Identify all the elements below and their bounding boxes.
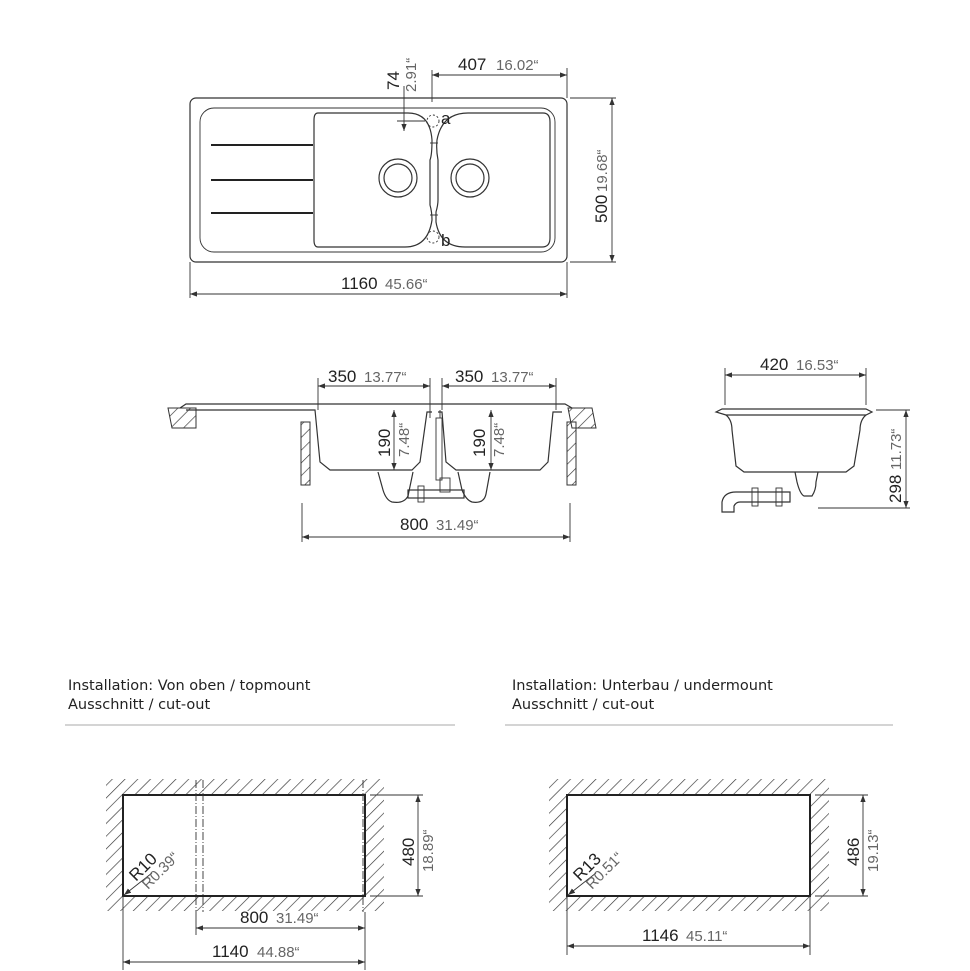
undermount-height-in: 19.13“ (865, 829, 882, 872)
end-bowl (725, 414, 867, 473)
bowl1-width-in: 13.77“ (364, 369, 407, 386)
right-bowl (435, 112, 551, 248)
undermount-subtitle: Ausschnitt / cut-out (512, 697, 654, 713)
width-mm: 1160 (341, 274, 378, 293)
topmount-height-mm: 480 (399, 838, 418, 866)
offset-in: 16.02“ (496, 57, 539, 74)
overflow-mm: 74 (384, 71, 403, 90)
overflow-in: 2.91“ (403, 58, 420, 92)
end-pipe (721, 491, 791, 513)
end-height-mm: 298 (886, 475, 905, 503)
topmount-width-mm: 1140 (212, 942, 249, 961)
left-trap (377, 471, 414, 503)
depth-mm: 500 (592, 195, 611, 223)
sink-outline (189, 97, 568, 263)
topmount-cabinet-mm: 800 (240, 908, 268, 927)
undermount-title: Installation: Unterbau / undermount (512, 678, 773, 694)
end-width-mm: 420 (760, 355, 788, 374)
topmount-width-in: 44.88“ (257, 944, 300, 961)
end-width-in: 16.53“ (796, 357, 839, 374)
undermount-height-mm: 486 (844, 838, 863, 866)
end-view: 420 16.53“ 298 11.73“ (714, 355, 910, 513)
topmount-cabinet-in: 31.49“ (276, 910, 319, 927)
undermount-width-mm: 1146 (642, 926, 679, 945)
drainboard-outline (199, 107, 556, 253)
side-bowl-1 (186, 409, 432, 471)
left-bowl (313, 112, 433, 248)
bowl2-depth-mm: 190 (470, 429, 489, 457)
topmount-title: Installation: Von oben / topmount (68, 678, 311, 694)
cutout-rect (566, 794, 811, 897)
overflow-b (426, 230, 440, 244)
undermount-section: Installation: Unterbau / undermount Auss… (505, 678, 893, 955)
marker-b: b (441, 231, 450, 250)
connector-pipe (407, 489, 465, 499)
width-in: 45.66“ (385, 276, 428, 293)
bowl2-depth-in: 7.48“ (491, 423, 508, 457)
left-cabinet-wall (300, 421, 311, 486)
offset-mm: 407 (458, 55, 486, 74)
left-drain (378, 158, 418, 198)
topmount-height-in: 18.89“ (420, 829, 437, 872)
marker-a: a (441, 109, 451, 128)
cutout-rect (122, 794, 366, 897)
bowl2-width-in: 13.77“ (491, 369, 534, 386)
bowl1-depth-in: 7.48“ (396, 423, 413, 457)
top-view: a b 407 16.02“ 74 2.91“ 500 19.68“ 1160 … (189, 55, 616, 298)
depth-in: 19.68“ (594, 149, 611, 192)
side-view: 350 13.77“ 350 13.77“ 190 7.48“ 190 7.48… (167, 367, 597, 542)
topmount-subtitle: Ausschnitt / cut-out (68, 697, 210, 713)
total-width-in: 31.49“ (436, 517, 479, 534)
drain-grooves (211, 144, 313, 214)
side-bowl-2 (438, 411, 562, 471)
right-cabinet-wall (566, 421, 577, 486)
end-height-in: 11.73“ (888, 429, 905, 470)
overflow-a (426, 114, 440, 128)
bowl1-depth-mm: 190 (375, 429, 394, 457)
bowl1-width-mm: 350 (328, 367, 356, 386)
bowl2-width-mm: 350 (455, 367, 483, 386)
right-drain (450, 158, 490, 198)
undermount-width-in: 45.11“ (686, 928, 727, 945)
end-trap (794, 471, 819, 497)
topmount-section: Installation: Von oben / topmount Aussch… (65, 678, 455, 970)
total-width-mm: 800 (400, 515, 428, 534)
